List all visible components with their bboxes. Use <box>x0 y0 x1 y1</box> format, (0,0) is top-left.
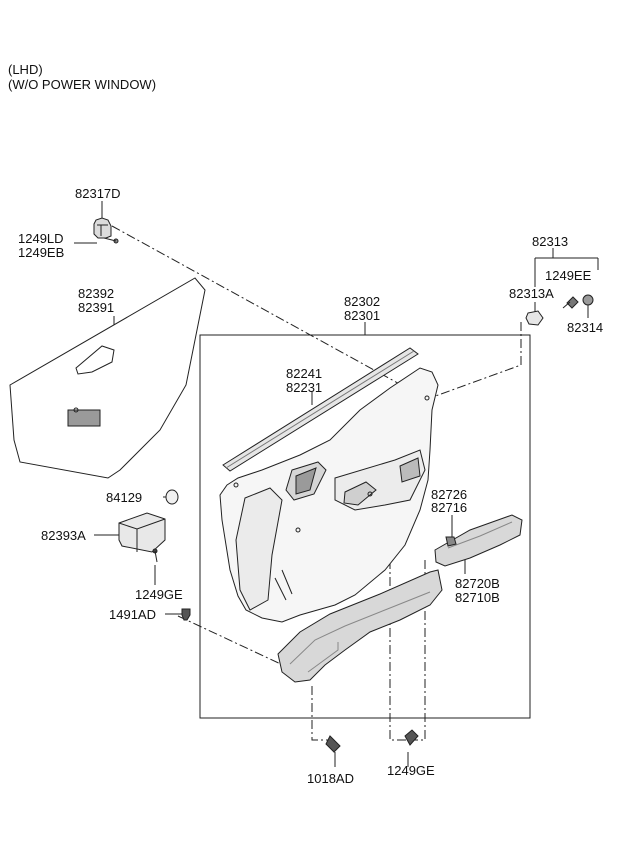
label-1249ge-bottom: 1249GE <box>387 763 435 778</box>
plug-84129 <box>165 489 179 505</box>
label-1249eb: 1249EB <box>18 245 65 260</box>
screw-1018ad <box>325 735 341 753</box>
label-1018ad: 1018AD <box>307 771 354 786</box>
screw-1249ee <box>566 296 579 309</box>
fastener-1491ad <box>181 608 191 621</box>
note-without-power-window: (W/O POWER WINDOW) <box>8 77 157 92</box>
door-trim-panel-82302 <box>219 367 439 623</box>
dashed-leaders <box>111 225 522 741</box>
map-pocket <box>277 569 443 683</box>
cap-82314 <box>582 294 594 306</box>
module-82393a <box>118 512 166 553</box>
label-82241: 82241 <box>286 366 323 381</box>
label-82313a: 82313A <box>509 286 554 301</box>
label-1249ee: 1249EE <box>545 268 592 283</box>
label-82393a: 82393A <box>41 528 86 543</box>
label-82391: 82391 <box>78 300 115 315</box>
label-82314: 82314 <box>567 320 604 335</box>
label-84129: 84129 <box>106 490 143 505</box>
label-1249ge-left: 1249GE <box>135 587 183 602</box>
label-82317d: 82317D <box>75 186 121 201</box>
screw-1249ge-bottom <box>404 729 419 746</box>
grip-handle-82720b <box>434 514 523 567</box>
label-1491ad: 1491AD <box>109 607 156 622</box>
label-82716: 82716 <box>431 500 468 515</box>
label-82301: 82301 <box>344 308 381 323</box>
label-82720b: 82720B <box>455 576 500 591</box>
label-82392: 82392 <box>78 286 115 301</box>
label-82710b: 82710B <box>455 590 500 605</box>
note-lhd: (LHD) <box>8 62 43 77</box>
separator-sheet-82392 <box>9 277 206 479</box>
solid-leaders <box>74 201 599 767</box>
label-82231: 82231 <box>286 380 323 395</box>
label-1249ld: 1249LD <box>18 231 64 246</box>
label-82302: 82302 <box>344 294 381 309</box>
clip-82313a <box>525 310 544 326</box>
clip-82726 <box>445 536 457 547</box>
label-82313: 82313 <box>532 234 569 249</box>
clip-82317d <box>93 217 112 239</box>
label-82726: 82726 <box>431 487 468 502</box>
